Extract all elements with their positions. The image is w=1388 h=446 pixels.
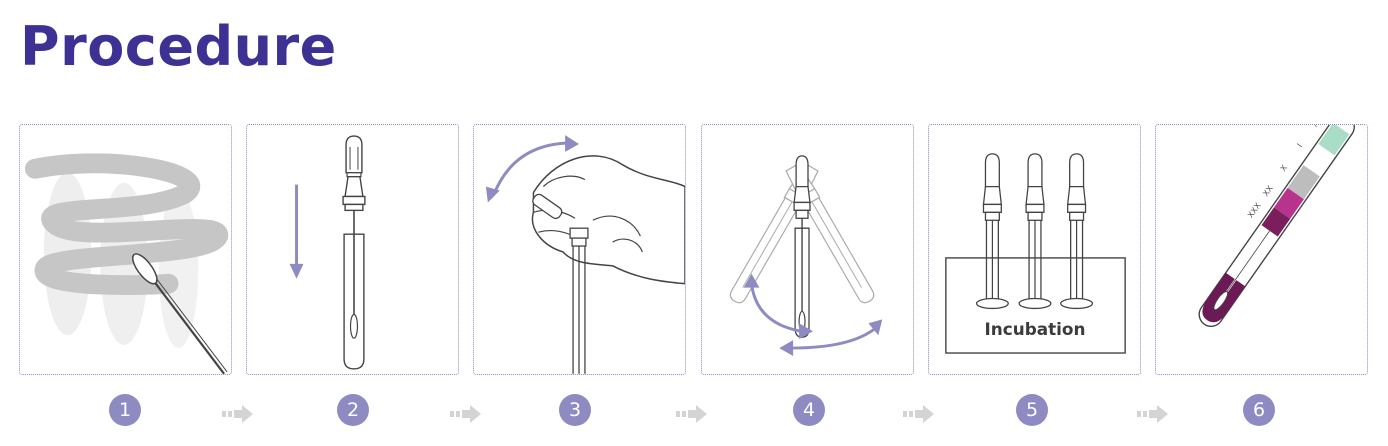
result-band-xx <box>1274 187 1304 219</box>
step-1-panel <box>19 124 232 375</box>
mix-tube-illustration <box>729 155 883 356</box>
break-swab-illustration <box>485 135 685 374</box>
incubation-label: Incubation <box>985 319 1086 339</box>
flow-arrow-icon <box>450 405 481 423</box>
swab-collection-illustration <box>24 153 228 374</box>
label-xx: XX <box>1261 183 1275 198</box>
step-badge-3: 3 <box>559 394 591 426</box>
result-band-xxx <box>1261 207 1291 237</box>
step-badge-4: 4 <box>793 394 825 426</box>
label-slash: / <box>1310 125 1319 128</box>
flow-arrow-icon <box>1137 405 1168 423</box>
step-4-panel <box>701 124 914 375</box>
step-6-panel: XXX XX X I / <box>1155 124 1368 375</box>
result-band-i <box>1318 125 1350 156</box>
step-2-panel <box>246 124 459 375</box>
step-3-panel <box>473 124 686 375</box>
read-result-illustration: XXX XX X I / <box>1198 125 1355 328</box>
flow-arrow-icon <box>676 405 707 423</box>
flow-arrow-icon <box>903 405 934 423</box>
flow-arrow-icon <box>222 405 253 423</box>
page-title: Procedure <box>20 15 337 78</box>
step-5-panel: Incubation <box>928 124 1141 375</box>
incubation-tube-3 <box>1060 153 1094 310</box>
step-badge-6: 6 <box>1243 394 1275 426</box>
label-x: X <box>1279 163 1290 173</box>
incubation-tube-2 <box>1018 153 1052 310</box>
result-band-x <box>1287 165 1320 200</box>
incubation-illustration: Incubation <box>945 153 1126 354</box>
label-i: I <box>1295 142 1304 149</box>
step-badge-5: 5 <box>1016 394 1048 426</box>
label-xxx: XXX <box>1246 201 1263 220</box>
incubation-tube-1 <box>975 153 1009 310</box>
step-badge-1: 1 <box>109 394 141 426</box>
step-badge-2: 2 <box>337 394 369 426</box>
insert-swab-illustration <box>289 135 366 370</box>
